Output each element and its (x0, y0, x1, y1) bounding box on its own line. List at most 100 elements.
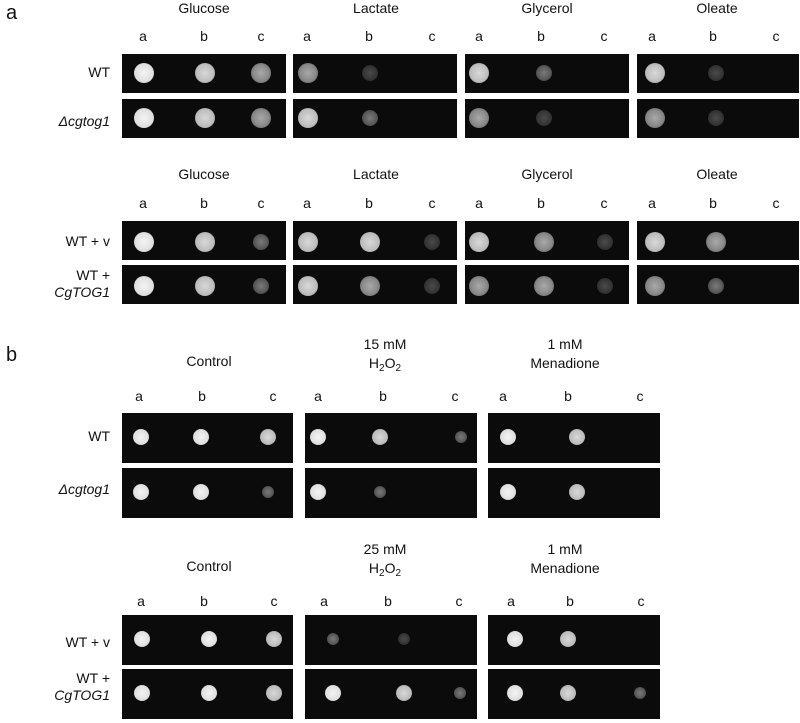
plate-b-set2-r1-c0 (122, 669, 293, 719)
plate-a-set1-r1-m3 (637, 99, 799, 138)
plate-a-set2-r0-m1 (293, 221, 457, 260)
dilution-label: a (303, 195, 311, 211)
colony-spot (469, 108, 489, 128)
colony-spot (201, 631, 217, 647)
plate-a-set1-r1-m1 (293, 99, 457, 138)
colony-spot (266, 685, 282, 701)
condition-header-menadione: Menadione (530, 355, 600, 371)
colony-spot (534, 276, 554, 296)
plate-b-set2-r0-c0 (122, 615, 293, 665)
panel-a-label: a (6, 2, 18, 24)
row-label-cgtog1: CgTOG1 (54, 284, 110, 300)
colony-spot (507, 685, 523, 701)
colony-spot (266, 631, 282, 647)
row-label-wt: WT (88, 428, 110, 444)
medium-header-glucose: Glucose (178, 0, 230, 16)
dilution-label: b (379, 388, 387, 404)
medium-header-oleate: Oleate (696, 0, 738, 16)
dilution-label: b (709, 195, 717, 211)
dilution-label: a (314, 388, 322, 404)
colony-spot (260, 429, 276, 445)
colony-spot (262, 486, 274, 498)
colony-spot (560, 685, 576, 701)
colony-spot (469, 276, 489, 296)
colony-spot (507, 631, 523, 647)
colony-spot (193, 484, 209, 500)
plate-a-set1-r1-m2 (465, 99, 629, 138)
colony-spot (298, 232, 318, 252)
dilution-label: b (200, 593, 208, 609)
dilution-label: a (303, 28, 311, 44)
dilution-label: c (455, 593, 463, 609)
dilution-label: b (365, 195, 373, 211)
dilution-label: b (365, 28, 373, 44)
plate-b-set2-r1-c1 (305, 669, 477, 719)
plate-a-set1-r0-m2 (465, 54, 629, 93)
plate-b-set2-r0-c2 (488, 615, 660, 665)
colony-spot (251, 63, 271, 83)
colony-spot (634, 687, 646, 699)
medium-header-oleate: Oleate (696, 166, 738, 182)
row-label-wt-plus: WT + (76, 670, 110, 686)
panel-b-label: b (6, 344, 18, 366)
dilution-label: a (137, 593, 145, 609)
dilution-label: b (198, 388, 206, 404)
colony-spot (253, 234, 269, 250)
colony-spot (569, 429, 585, 445)
dilution-label: b (564, 388, 572, 404)
plate-a-set2-r0-m3 (637, 221, 799, 260)
plate-b-set2-r1-c2 (488, 669, 660, 719)
medium-header-glycerol: Glycerol (521, 0, 573, 16)
condition-header-h2o2: H2O2 (368, 560, 402, 579)
condition-header-h2o2: H2O2 (368, 355, 402, 374)
colony-spot (134, 276, 154, 296)
dilution-label: a (507, 593, 515, 609)
dilution-label: c (269, 388, 277, 404)
plate-b-set1-r1-c2 (488, 468, 660, 518)
dilution-label: c (600, 195, 608, 211)
condition-header-control: Control (186, 353, 232, 369)
dilution-label: c (600, 28, 608, 44)
colony-spot (645, 63, 665, 83)
row-label-cgtog1: CgTOG1 (54, 687, 110, 703)
plate-b-set1-r0-c0 (122, 413, 293, 463)
colony-spot (645, 276, 665, 296)
plate-a-set1-r1-m0 (122, 99, 286, 138)
colony-spot (708, 65, 724, 81)
dilution-label: a (648, 28, 656, 44)
plate-a-set2-r1-m1 (293, 265, 457, 304)
colony-spot (500, 429, 516, 445)
colony-spot (362, 110, 378, 126)
colony-spot (133, 429, 149, 445)
colony-spot (396, 685, 412, 701)
plate-a-set2-r1-m3 (637, 265, 799, 304)
colony-spot (310, 484, 326, 500)
row-label-dcgtog1: Δcgtog1 (58, 481, 110, 497)
condition-header-h2o2-conc: 15 mM (363, 336, 407, 352)
plate-b-set1-r0-c2 (488, 413, 660, 463)
colony-spot (372, 429, 388, 445)
colony-spot (469, 232, 489, 252)
row-label-wt: WT (88, 64, 110, 80)
plate-a-set2-r1-m0 (122, 265, 286, 304)
colony-spot (424, 278, 440, 294)
colony-spot (398, 633, 410, 645)
dilution-label: c (428, 28, 436, 44)
plate-a-set2-r0-m0 (122, 221, 286, 260)
colony-spot (193, 429, 209, 445)
dilution-label: a (320, 593, 328, 609)
row-label-dcgtog1: Δcgtog1 (58, 113, 110, 129)
dilution-label: c (772, 195, 780, 211)
colony-spot (645, 232, 665, 252)
medium-header-lactate: Lactate (353, 166, 399, 182)
plate-a-set1-r0-m3 (637, 54, 799, 93)
colony-spot (536, 110, 552, 126)
colony-spot (251, 108, 271, 128)
colony-spot (360, 276, 380, 296)
colony-spot (195, 108, 215, 128)
colony-spot (536, 65, 552, 81)
dilution-label: a (499, 388, 507, 404)
colony-spot (645, 108, 665, 128)
colony-spot (327, 633, 339, 645)
colony-spot (560, 631, 576, 647)
